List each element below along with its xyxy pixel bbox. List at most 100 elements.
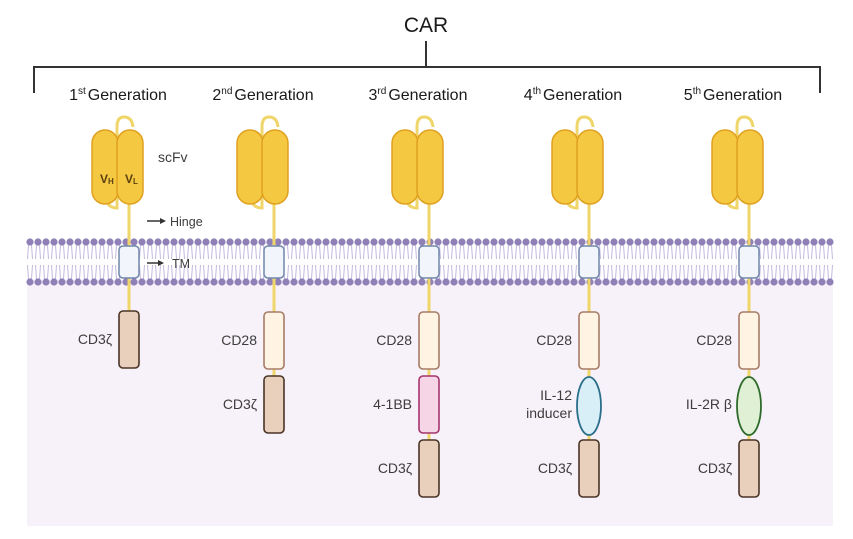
lipid-head: [754, 278, 762, 286]
lipid-tail: [67, 244, 73, 260]
lipid-tail: [35, 244, 41, 260]
domain-label-4-1bb: 4-1BB: [373, 396, 412, 412]
domain-label-il12: inducer: [526, 405, 572, 421]
lipid-head: [26, 238, 34, 246]
lipid-head: [722, 238, 730, 246]
lipid-tail: [27, 264, 33, 280]
transmembrane-domain: [578, 245, 600, 279]
lipid-head: [290, 278, 298, 286]
lipid-tail: [515, 244, 521, 260]
domain-label-cd3z: CD3ζ: [698, 460, 732, 476]
lipid-head: [66, 238, 74, 246]
lipid-tail: [195, 244, 201, 260]
lipid-tail: [459, 244, 465, 260]
lipid-tail: [635, 244, 641, 260]
lipid-tail: [483, 244, 489, 260]
lipid-head: [474, 278, 482, 286]
domain-il2rb: [736, 376, 762, 436]
lipid-head: [258, 238, 266, 246]
lipid-head: [594, 278, 602, 286]
lipid-tail: [379, 244, 385, 260]
lipid-head: [754, 238, 762, 246]
vh-domain: [711, 129, 739, 205]
lipid-head: [322, 278, 330, 286]
lipid-head: [58, 278, 66, 286]
domain-cd28: [578, 311, 600, 370]
lipid-tail: [163, 244, 169, 260]
lipid-tail: [323, 264, 329, 280]
generation-label: Generation: [543, 87, 622, 104]
lipid-tail: [779, 264, 785, 280]
domain-il12: [576, 376, 602, 436]
lipid-tail: [371, 244, 377, 260]
lipid-tail: [467, 244, 473, 260]
lipid-tail: [827, 244, 833, 260]
lipid-head: [242, 278, 250, 286]
lipid-head: [562, 238, 570, 246]
lipid-tail: [299, 264, 305, 280]
lipid-tail: [699, 264, 705, 280]
lipid-head: [714, 238, 722, 246]
lipid-head: [602, 238, 610, 246]
lipid-tail: [563, 244, 569, 260]
lipid-tail: [315, 244, 321, 260]
lipid-tail: [331, 264, 337, 280]
lipid-tail: [35, 264, 41, 280]
lipid-tail: [619, 244, 625, 260]
lipid-tail: [91, 244, 97, 260]
lipid-head: [218, 238, 226, 246]
lipid-tail: [147, 264, 153, 280]
lipid-head: [570, 278, 578, 286]
lipid-head: [602, 278, 610, 286]
lipid-tail: [811, 244, 817, 260]
lipid-head: [370, 278, 378, 286]
vh-domain: [236, 129, 264, 205]
lipid-tail: [59, 244, 65, 260]
lipid-head: [210, 238, 218, 246]
lipid-head: [706, 238, 714, 246]
lipid-head: [458, 238, 466, 246]
lipid-head: [786, 238, 794, 246]
lipid-head: [794, 278, 802, 286]
lipid-head: [106, 238, 114, 246]
lipid-tail: [139, 244, 145, 260]
lipid-tail: [451, 264, 457, 280]
lipid-head: [82, 238, 90, 246]
lipid-head: [730, 278, 738, 286]
lipid-tail: [523, 244, 529, 260]
lipid-head: [674, 238, 682, 246]
domain-cd3z: [738, 439, 760, 498]
vl-domain: [736, 129, 764, 205]
lipid-head: [178, 278, 186, 286]
lipid-head: [354, 238, 362, 246]
lipid-head: [778, 278, 786, 286]
hinge-arrowhead-icon: [160, 218, 166, 224]
lipid-tail: [475, 244, 481, 260]
generation-number: 1: [69, 87, 78, 104]
lipid-head: [682, 238, 690, 246]
domain-label-cd3z: CD3ζ: [223, 396, 257, 412]
lipid-tail: [83, 264, 89, 280]
lipid-tail: [531, 264, 537, 280]
vl-domain: [576, 129, 604, 205]
lipid-head: [434, 278, 442, 286]
lipid-head: [578, 278, 586, 286]
lipid-head: [570, 238, 578, 246]
generation-label: Generation: [88, 87, 167, 104]
lipid-head: [50, 238, 58, 246]
lipid-tail: [723, 244, 729, 260]
transmembrane-domain: [263, 245, 285, 279]
lipid-tail: [539, 244, 545, 260]
lipid-head: [722, 278, 730, 286]
lipid-tail: [603, 244, 609, 260]
lipid-head: [130, 278, 138, 286]
lipid-head: [322, 238, 330, 246]
lipid-tail: [107, 244, 113, 260]
lipid-tail: [539, 264, 545, 280]
lipid-tail: [307, 264, 313, 280]
lipid-tail: [291, 244, 297, 260]
lipid-head: [642, 238, 650, 246]
